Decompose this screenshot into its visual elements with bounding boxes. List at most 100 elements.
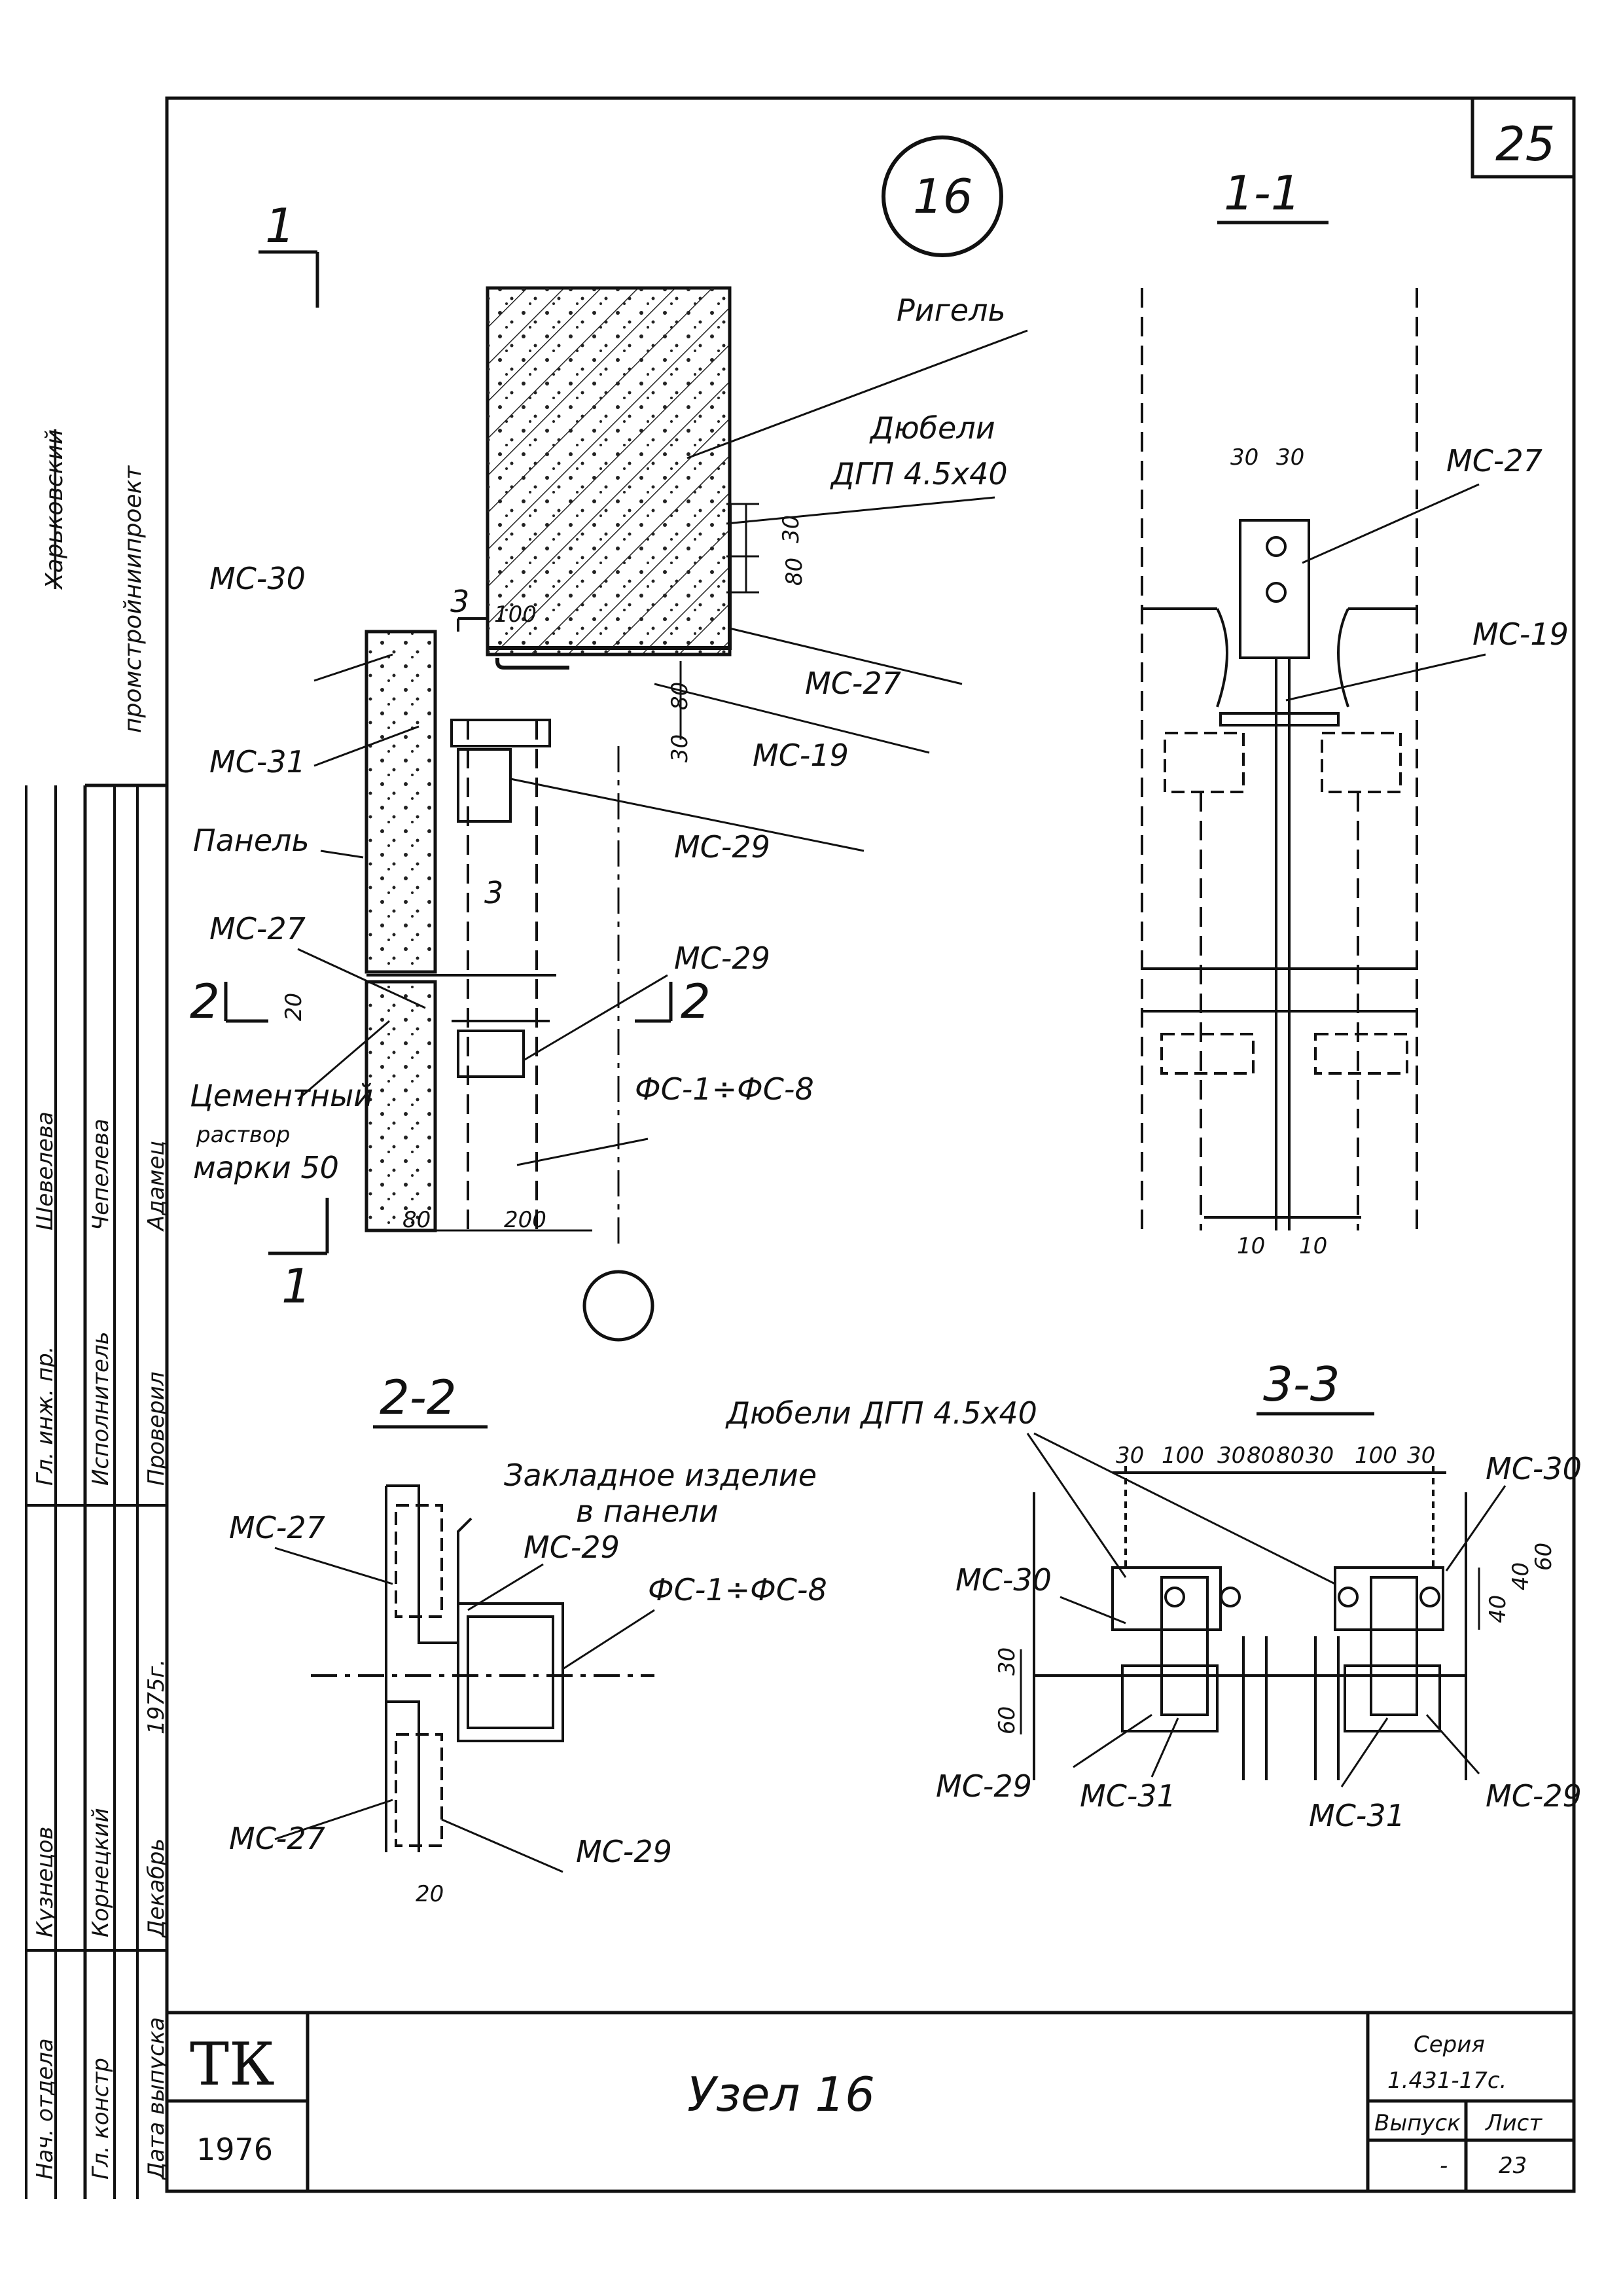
view-3-3-mc31-right: МС-31 — [1309, 1798, 1405, 1833]
view-2-2-mc29-top: МС-29 — [524, 1530, 620, 1565]
label-mc31: МС-31 — [209, 744, 306, 780]
stamp-role-4: Гл. инж. пр. — [32, 1346, 58, 1486]
view-2-2-mc27-bottom: МС-27 — [229, 1821, 325, 1856]
view-3-3-mc29-left: МС-29 — [936, 1768, 1032, 1804]
label-mc29-bottom: МС-29 — [674, 941, 770, 976]
stamp-role-3: Дата выпуска — [143, 2017, 169, 2181]
view-1-1-dim-30b: 30 — [1276, 444, 1304, 471]
section-mark-3-mid-label: 3 — [484, 875, 503, 910]
panel-lower — [365, 980, 437, 1232]
view-2-2-mc27-top: МС-27 — [229, 1510, 325, 1545]
title-block-issue-label: Выпуск — [1374, 2110, 1461, 2136]
title-block-sheet-label: Лист — [1484, 2110, 1543, 2136]
view-2-2-leaders — [274, 1547, 655, 1873]
sheet-frame — [83, 96, 1576, 2199]
dim-main-80c: 80 — [402, 1207, 431, 1233]
mc27-plate — [488, 504, 732, 650]
title-block-year: 1976 — [196, 2132, 273, 2167]
stamp-role-5: Исполнитель — [88, 1331, 114, 1486]
label-fc: ФС-1÷ФС-8 — [635, 1071, 814, 1107]
view-3-3-dim-30a: 30 — [994, 1647, 1020, 1676]
view-3-3-dowel-2 — [1220, 1587, 1241, 1607]
view-3-3-leaders — [1020, 1432, 1507, 1787]
view-3-3-mc31-left: МС-31 — [1080, 1778, 1176, 1814]
org-institute: промстройниипроект — [120, 465, 147, 733]
node-number: 16 — [913, 169, 973, 224]
dim-main-80b: 80 — [667, 682, 693, 710]
view-3-3-mc29-right: МС-29 — [1486, 1778, 1582, 1814]
title-block-series-value: 1.431-17с. — [1387, 2068, 1507, 2094]
stamp-name-3: Декабрь — [143, 1839, 169, 1939]
view-2-2-title: 2-2 — [380, 1370, 457, 1425]
label-cement-2: раствор — [196, 1122, 290, 1148]
organization-stamp: Харьковский промстройниипроект — [41, 429, 147, 733]
main-view: 1 — [190, 198, 1028, 1342]
view-3-3-mc30-left: МС-30 — [955, 1562, 1052, 1598]
view-2-2-embedded-1: Закладное изделие — [504, 1458, 817, 1493]
view-2-2-fc: ФС-1÷ФС-8 — [648, 1572, 827, 1607]
side-stamp-text: Нач. отдела Гл. констр Дата выпуска Гл. … — [32, 1111, 169, 2181]
label-mc27-right: МС-27 — [805, 666, 901, 701]
dim-main-100: 100 — [494, 601, 537, 628]
view-3-3: 3-3 Дюбели ДГП 4.5х40 — [725, 1357, 1582, 1833]
stamp-date: 1975г. — [143, 1659, 169, 1734]
section-mark-1-top — [259, 250, 319, 308]
label-mc29-top: МС-29 — [674, 829, 770, 865]
dim-main-30: 30 — [778, 515, 804, 543]
stamp-role-1: Нач. отдела — [32, 2038, 58, 2179]
section-mark-1-bottom-label: 1 — [281, 1259, 312, 1314]
dim-main-200: 200 — [504, 1207, 546, 1233]
view-2-2-mc29-bottom: МС-29 — [576, 1834, 672, 1869]
label-rigel: Ригель — [897, 293, 1006, 328]
view-3-3-title: 3-3 — [1263, 1357, 1340, 1412]
section-mark-3-top-label: 3 — [450, 584, 469, 619]
title-block-series-label: Серия — [1414, 2032, 1485, 2058]
org-city: Харьковский — [41, 429, 68, 590]
view-3-3-dim-40: 40 — [1485, 1595, 1511, 1623]
view-3-3-dowels: Дюбели ДГП 4.5х40 — [725, 1395, 1037, 1431]
view-3-3-dim-top-6: 30 — [1306, 1443, 1334, 1469]
view-3-3-dowel-3 — [1338, 1587, 1359, 1607]
stamp-name-1: Кузнецов — [32, 1827, 58, 1937]
label-cement-1: Цементный — [190, 1078, 373, 1113]
title-block-sheet-value: 23 — [1499, 2153, 1527, 2179]
rigel-dots — [488, 288, 730, 655]
stamp-name-2: Корнецкий — [88, 1808, 114, 1937]
label-cement-3: марки 50 — [193, 1150, 339, 1185]
stamp-name-5: Чепелева — [88, 1119, 114, 1230]
view-3-3-mc30-right: МС-30 — [1486, 1451, 1582, 1486]
view-1-1-dim-10a: 10 — [1237, 1233, 1265, 1259]
sheet-number-box: 25 — [1471, 96, 1576, 179]
view-1-1-title: 1-1 — [1224, 166, 1301, 221]
view-3-3-dim-top-4: 80 — [1247, 1443, 1275, 1469]
node-marker: 16 — [882, 135, 1003, 257]
section-mark-3 — [457, 617, 488, 632]
title-block-logo: ТК — [190, 2030, 275, 2099]
panel-body — [365, 630, 437, 974]
view-3-3-dowel-1 — [1164, 1587, 1185, 1607]
view-3-3-dim-60a: 60 — [994, 1706, 1020, 1734]
view-3-3-dim-top-7: 100 — [1355, 1443, 1397, 1469]
label-mc30: МС-30 — [209, 561, 306, 596]
title-block-title: Узел 16 — [687, 2067, 875, 2122]
column-profile — [450, 719, 551, 1230]
view-2-2: 2-2 Закладное изделие в панели МС-27 МС-… — [229, 1370, 827, 1907]
stamp-name-4: Шевелева — [32, 1111, 58, 1230]
side-approval-stamp — [25, 785, 167, 2199]
stamp-role-6: Проверил — [143, 1372, 169, 1486]
section-mark-2-left-label: 2 — [190, 974, 220, 1029]
label-mc27-left: МС-27 — [209, 911, 306, 946]
view-3-3-dim-top-1: 30 — [1116, 1443, 1144, 1469]
section-mark-1-bottom — [268, 1198, 329, 1255]
view-3-3-dim-top-8: 30 — [1407, 1443, 1435, 1469]
view-2-2-dim-20: 20 — [416, 1881, 444, 1907]
view-3-3-dim-top-3: 30 — [1217, 1443, 1245, 1469]
section-mark-2-right-label: 2 — [681, 974, 711, 1029]
view-1-1-dowel-2 — [1266, 582, 1287, 603]
view-1-1-outline — [1141, 288, 1418, 1230]
mc19-angle — [495, 658, 569, 670]
view-2-2-embedded-2: в панели — [576, 1494, 719, 1529]
view-3-3-dim-60b: 60 — [1531, 1543, 1557, 1571]
sheet-number: 25 — [1495, 117, 1556, 171]
